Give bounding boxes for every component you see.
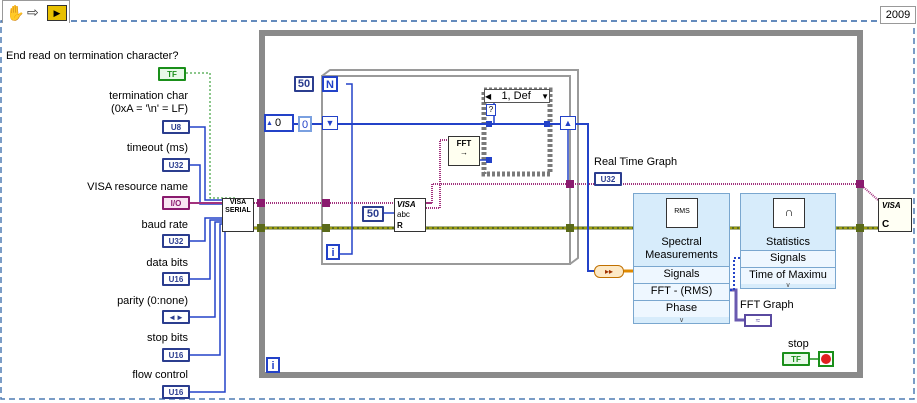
visa-read-node[interactable]: VISA abc R xyxy=(394,198,426,232)
case-tunnel-fft xyxy=(486,157,492,163)
statistics-node[interactable]: ∩ Statistics Signals Time of Maximu ∨ xyxy=(740,193,836,289)
stop-condition-icon xyxy=(821,354,831,364)
spectral-row-phase[interactable]: Phase xyxy=(634,300,729,317)
term-enable-control[interactable]: TF xyxy=(158,67,186,81)
while-index-terminal: i xyxy=(266,357,280,373)
statistics-row-time[interactable]: Time of Maximu xyxy=(741,267,835,284)
fft-graph-label: FFT Graph xyxy=(740,299,794,311)
case-selector-label: 1, Def xyxy=(501,90,531,102)
visa-read-r: R xyxy=(397,221,403,230)
statistics-title: Statistics xyxy=(765,236,810,248)
hand-icon[interactable]: ✋ xyxy=(6,5,25,22)
arrow-right-icon[interactable]: ⇨ xyxy=(27,4,39,20)
spectral-icon: RMS xyxy=(666,198,698,228)
control-label-stop-bits: stop bits xyxy=(147,332,188,344)
stop-control[interactable]: TF xyxy=(782,352,810,366)
case-next-icon[interactable]: ▼ xyxy=(541,91,549,101)
spectral-title: Spectral Measurements xyxy=(645,236,718,261)
term-char-text: termination char (0xA = '\n' = LF) xyxy=(109,90,188,115)
baud-control[interactable]: U32 xyxy=(162,234,190,248)
control-label-baud: baud rate xyxy=(141,219,188,231)
year-label: 2009 xyxy=(885,9,911,21)
timeout-control[interactable]: U32 xyxy=(162,158,190,172)
spectral-row-signals[interactable]: Signals xyxy=(634,266,729,283)
statistics-row-signals[interactable]: Signals xyxy=(741,250,835,267)
statistics-expand-icon[interactable]: ∨ xyxy=(785,282,791,289)
shift-register-left: ▼ xyxy=(322,116,338,130)
control-label-data-bits: data bits xyxy=(146,257,188,269)
control-label-flow: flow control xyxy=(132,369,188,381)
toolbar-tab: ✋ ⇨ ▶ xyxy=(2,0,70,23)
fft-node[interactable]: FFT → xyxy=(448,136,480,166)
shift-register-right: ▲ xyxy=(560,116,576,130)
spectral-icon-text: RMS xyxy=(674,208,690,215)
shift-init-control[interactable]: ▲ 0 xyxy=(264,114,294,132)
case-selector-terminal: ? xyxy=(486,104,496,116)
control-label-visa: VISA resource name xyxy=(87,181,188,193)
visa-close-c: C xyxy=(882,219,890,230)
control-label-term-char: termination char (0xA = '\n' = LF) xyxy=(60,90,188,116)
for-count-terminal: N xyxy=(322,76,338,92)
term-char-control[interactable]: U8 xyxy=(162,120,190,134)
for-tunnel-error-out xyxy=(566,224,574,232)
visa-configure-label: VISA SERIAL xyxy=(225,199,251,214)
real-time-graph-indicator[interactable]: U32 xyxy=(594,172,622,186)
visa-read-icon: VISA xyxy=(397,200,416,209)
parity-control[interactable]: ◄► xyxy=(162,310,190,324)
fft-label: FFT xyxy=(456,139,472,148)
flow-control-control[interactable]: U16 xyxy=(162,385,190,399)
real-time-graph-label: Real Time Graph xyxy=(594,156,678,168)
up-down-icon[interactable]: ▲ xyxy=(266,119,273,127)
tunnel-error-out xyxy=(856,224,864,232)
for-tunnel-visa xyxy=(322,199,330,207)
visa-read-text: abc xyxy=(397,210,410,219)
tunnel-visa-out xyxy=(856,180,864,188)
tunnel-error-in xyxy=(257,224,265,232)
case-tunnel-out xyxy=(544,121,550,127)
case-tunnel-in xyxy=(486,121,492,127)
visa-configure-serial-node[interactable]: VISA SERIAL xyxy=(222,198,254,232)
statistics-icon: ∩ xyxy=(773,198,805,228)
visa-resource-control[interactable]: I/O xyxy=(162,196,190,210)
shift-init-display: 0 xyxy=(298,116,312,132)
fft-graph-indicator[interactable]: ≈ xyxy=(744,314,772,327)
bytes-to-read-constant[interactable]: 50 xyxy=(362,206,384,222)
data-bits-control[interactable]: U16 xyxy=(162,272,190,286)
fft-arrow-icon: → xyxy=(460,148,468,157)
to-dynamic-data-node[interactable]: ▸▸ xyxy=(594,265,624,278)
for-count-constant[interactable]: 50 xyxy=(294,76,314,92)
control-label-timeout: timeout (ms) xyxy=(126,142,188,154)
shift-init-value: 0 xyxy=(274,117,282,129)
for-tunnel-visa-out xyxy=(566,180,574,188)
case-selector[interactable]: ◀ 1, Def ▼ xyxy=(484,89,550,103)
spectral-expand-icon[interactable]: ∨ xyxy=(678,317,685,324)
spectral-measurements-node[interactable]: RMS Spectral Measurements Signals FFT - … xyxy=(633,193,730,324)
for-index-terminal: i xyxy=(326,244,340,260)
vi-icon[interactable]: ▶ xyxy=(47,5,67,21)
spectral-row-fft[interactable]: FFT - (RMS) xyxy=(634,283,729,300)
control-label-term-enable: End read on termination character? xyxy=(6,50,179,62)
visa-close-node[interactable]: VISA C xyxy=(878,198,912,232)
visa-close-icon-text: VISA xyxy=(882,201,901,210)
stop-bits-control[interactable]: U16 xyxy=(162,348,190,362)
stop-label: stop xyxy=(788,338,809,350)
tunnel-visa-in xyxy=(257,199,265,207)
control-label-parity: parity (0:none) xyxy=(117,295,188,307)
case-prev-icon[interactable]: ◀ xyxy=(485,91,492,101)
for-tunnel-error-in xyxy=(322,224,330,232)
year-tab: 2009 xyxy=(880,6,916,24)
loop-condition-terminal xyxy=(818,351,834,367)
